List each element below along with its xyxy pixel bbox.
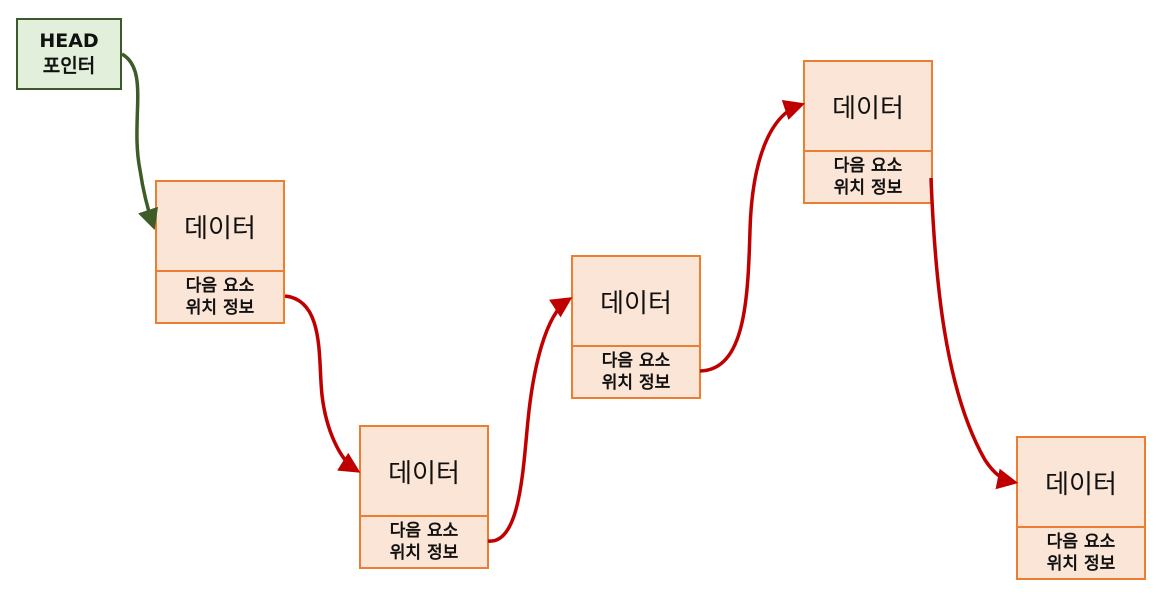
node-next-label-line1: 다음 요소 xyxy=(389,521,459,541)
node-next-label-line2: 위치 정보 xyxy=(1046,554,1116,574)
node-data-field: 데이터 xyxy=(1018,438,1144,528)
node-next-pointer-field: 다음 요소 위치 정보 xyxy=(1018,528,1144,578)
node-next-label-line2: 위치 정보 xyxy=(185,298,255,318)
node-next-label-line2: 위치 정보 xyxy=(601,373,671,393)
node3-to-node4-arrow xyxy=(699,100,805,373)
head-pointer-label-line2: 포인터 xyxy=(42,55,96,77)
node-next-label-line1: 다음 요소 xyxy=(833,156,903,176)
head-to-node1-arrow xyxy=(121,52,158,230)
node-next-label-line1: 다음 요소 xyxy=(185,276,255,296)
list-node-2: 데이터 다음 요소 위치 정보 xyxy=(359,425,489,569)
node4-to-node5-arrow xyxy=(929,177,1019,490)
list-node-3: 데이터 다음 요소 위치 정보 xyxy=(571,255,701,399)
node-next-label-line1: 다음 요소 xyxy=(601,351,671,371)
node1-to-node2-arrow xyxy=(284,294,361,473)
node-next-pointer-field: 다음 요소 위치 정보 xyxy=(805,152,931,202)
node-data-field: 데이터 xyxy=(805,62,931,152)
node-next-pointer-field: 다음 요소 위치 정보 xyxy=(157,272,283,322)
head-pointer-label-line1: HEAD xyxy=(39,30,99,52)
list-node-5: 데이터 다음 요소 위치 정보 xyxy=(1016,436,1146,580)
node-next-pointer-field: 다음 요소 위치 정보 xyxy=(361,517,487,567)
node-data-field: 데이터 xyxy=(157,182,283,272)
node2-to-node3-arrow xyxy=(487,297,573,543)
head-pointer-box: HEAD 포인터 xyxy=(16,18,122,90)
list-node-1: 데이터 다음 요소 위치 정보 xyxy=(155,180,285,324)
node-next-pointer-field: 다음 요소 위치 정보 xyxy=(573,347,699,397)
node-next-label-line1: 다음 요소 xyxy=(1046,532,1116,552)
node-next-label-line2: 위치 정보 xyxy=(389,543,459,563)
node-data-field: 데이터 xyxy=(573,257,699,347)
node-data-field: 데이터 xyxy=(361,427,487,517)
list-node-4: 데이터 다음 요소 위치 정보 xyxy=(803,60,933,204)
node-next-label-line2: 위치 정보 xyxy=(833,178,903,198)
